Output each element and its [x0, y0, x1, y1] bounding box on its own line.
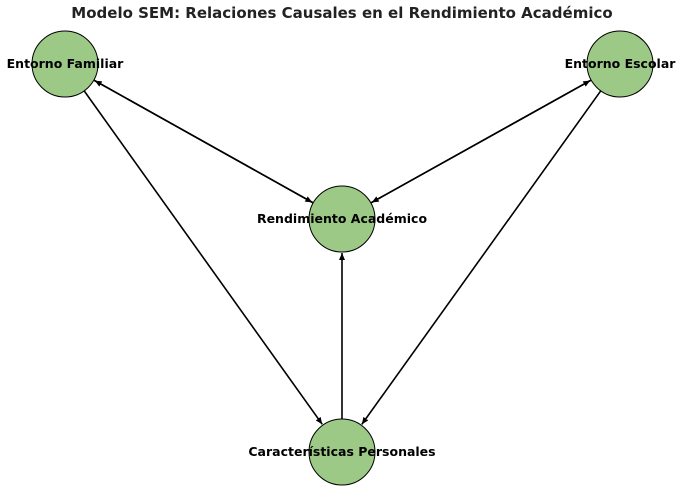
- diagram-title: Modelo SEM: Relaciones Causales en el Re…: [71, 4, 612, 22]
- node-circle: [308, 418, 376, 486]
- node-label: Características Personales: [248, 444, 435, 459]
- node-familiar: Entorno Familiar: [7, 30, 125, 98]
- node-personales: Características Personales: [248, 418, 436, 486]
- edges-layer: [83, 79, 602, 425]
- node-label: Entorno Escolar: [565, 56, 677, 71]
- edge-rendimiento-to-escolar: [370, 79, 591, 204]
- node-circle: [31, 30, 99, 98]
- edge-rendimiento-to-familiar: [94, 79, 314, 204]
- node-label: Entorno Familiar: [7, 56, 125, 71]
- nodes-layer: Entorno Familiar Entorno EscolarRendimien…: [7, 30, 677, 486]
- node-circle: [308, 185, 376, 253]
- node-label: Rendimiento Académico: [257, 211, 427, 226]
- edge-escolar-to-personales: [361, 90, 602, 425]
- node-circle: [586, 30, 654, 98]
- edge-familiar-to-personales: [83, 90, 323, 425]
- node-rendimiento: Rendimiento Académico: [257, 185, 427, 253]
- node-escolar: Entorno Escolar: [565, 30, 677, 98]
